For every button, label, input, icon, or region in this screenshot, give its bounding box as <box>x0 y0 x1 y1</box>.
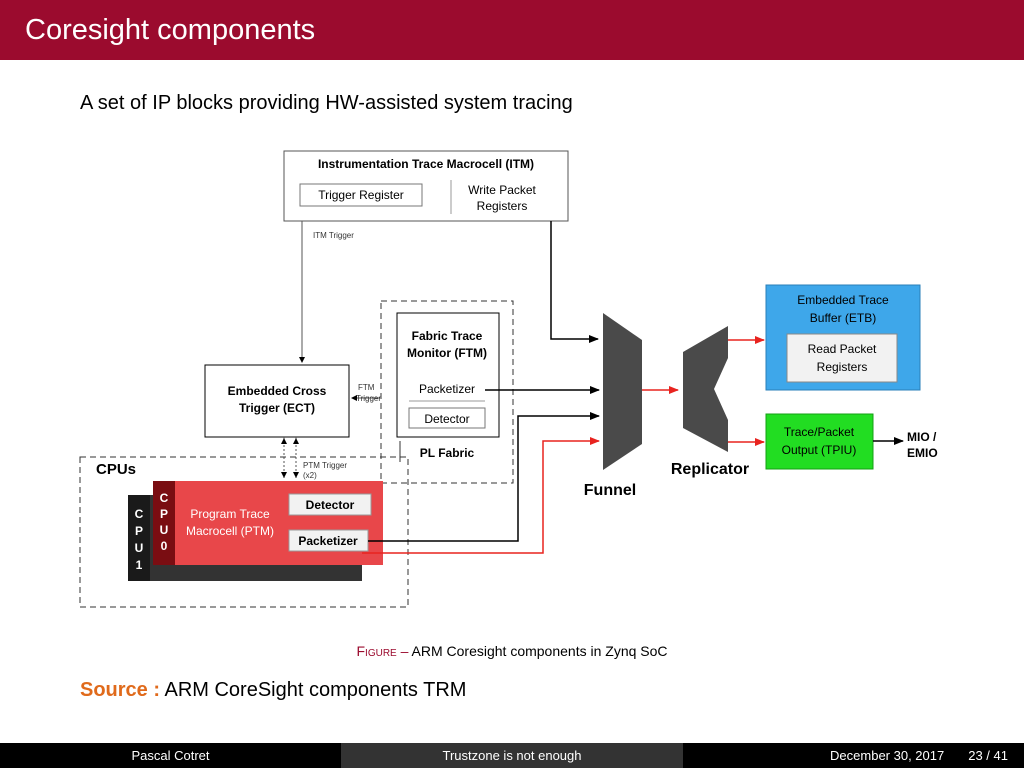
figure-caption: Figure – ARM Coresight components in Zyn… <box>0 643 1024 659</box>
etb-title-2: Buffer (ETB) <box>810 311 876 325</box>
ptm-detector-label: Detector <box>306 498 355 512</box>
svg-text:1: 1 <box>136 558 143 572</box>
itm-trigger-label: ITM Trigger <box>313 231 354 240</box>
ptm-trigger-label-2: (x2) <box>303 471 317 480</box>
cpu0-ptm-block: C P U 0 Program Trace Macrocell (PTM) De… <box>153 481 383 565</box>
etb-block: Embedded Trace Buffer (ETB) Read Packet … <box>765 284 921 391</box>
mio-label-1: MIO / <box>907 430 937 444</box>
source-text: ARM CoreSight components TRM <box>164 679 467 701</box>
ect-block: Embedded Cross Trigger (ECT) <box>204 364 350 438</box>
footer-right: December 30, 2017 23 / 41 <box>683 743 1024 768</box>
ptm-trigger-label-1: PTM Trigger <box>303 461 347 470</box>
etb-title-1: Embedded Trace <box>797 293 889 307</box>
footer-author: Pascal Cotret <box>0 743 341 768</box>
figure-text: ARM Coresight components in Zynq SoC <box>411 643 668 659</box>
itm-block: Instrumentation Trace Macrocell (ITM) Tr… <box>283 150 569 222</box>
ftm-block: Fabric Trace Monitor (FTM) Packetizer De… <box>396 312 500 438</box>
tpiu-title-2: Output (TPIU) <box>782 443 857 457</box>
mio-label-2: EMIO <box>907 446 938 460</box>
funnel-label: Funnel <box>584 482 636 499</box>
slide-title: Coresight components <box>25 14 316 46</box>
pl-fabric-region <box>380 300 514 484</box>
svg-text:C: C <box>160 491 169 505</box>
ptm-packetizer-label: Packetizer <box>298 534 358 548</box>
ect-title-1: Embedded Cross <box>228 384 327 398</box>
ptm-title-2: Macrocell (PTM) <box>186 524 274 538</box>
footer-date: December 30, 2017 <box>830 748 945 763</box>
source-line: Source : ARM CoreSight components TRM <box>80 679 466 702</box>
svg-text:P: P <box>160 507 168 521</box>
trigger-register-label: Trigger Register <box>318 188 404 202</box>
svg-text:C: C <box>135 507 144 521</box>
etb-read-2: Registers <box>817 360 868 374</box>
write-packet-label-2: Registers <box>477 199 528 213</box>
trigger-register-box <box>299 183 423 207</box>
title-bar: Coresight components <box>0 0 1024 60</box>
replicator-label: Replicator <box>671 461 749 478</box>
ect-title-2: Trigger (ECT) <box>239 401 315 415</box>
ftm-trigger-label-1: FTM <box>358 383 375 392</box>
slide-subtitle: A set of IP blocks providing HW-assisted… <box>80 92 573 114</box>
tpiu-block: Trace/Packet Output (TPIU) <box>765 413 874 470</box>
ptm-title-1: Program Trace <box>190 507 270 521</box>
footer: Pascal Cotret Trustzone is not enough De… <box>0 743 1024 768</box>
footer-talk-title: Trustzone is not enough <box>341 743 683 768</box>
ftm-trigger-label-2: Trigger <box>356 394 381 403</box>
cpus-region <box>79 456 409 608</box>
svg-text:0: 0 <box>161 539 168 553</box>
ftm-packetizer-label: Packetizer <box>419 382 475 396</box>
write-packet-label-1: Write Packet <box>468 183 536 197</box>
etb-read-1: Read Packet <box>808 342 877 356</box>
svg-text:U: U <box>135 541 144 555</box>
itm-title: Instrumentation Trace Macrocell (ITM) <box>318 157 534 171</box>
svg-text:P: P <box>135 524 143 538</box>
cpus-label: CPUs <box>96 461 136 478</box>
pl-fabric-label: PL Fabric <box>420 446 475 460</box>
funnel-shape <box>603 313 642 470</box>
ftm-detector-label: Detector <box>424 412 469 426</box>
source-label: Source : <box>80 679 161 701</box>
ftm-title-1: Fabric Trace <box>412 329 483 343</box>
replicator-shape <box>683 326 728 452</box>
coresight-diagram: Instrumentation Trace Macrocell (ITM) Tr… <box>79 150 938 608</box>
figure-label: Figure – <box>356 643 409 659</box>
svg-text:U: U <box>160 523 169 537</box>
ftm-title-2: Monitor (FTM) <box>407 346 487 360</box>
footer-page: 23 / 41 <box>968 748 1008 763</box>
tpiu-title-1: Trace/Packet <box>784 425 855 439</box>
